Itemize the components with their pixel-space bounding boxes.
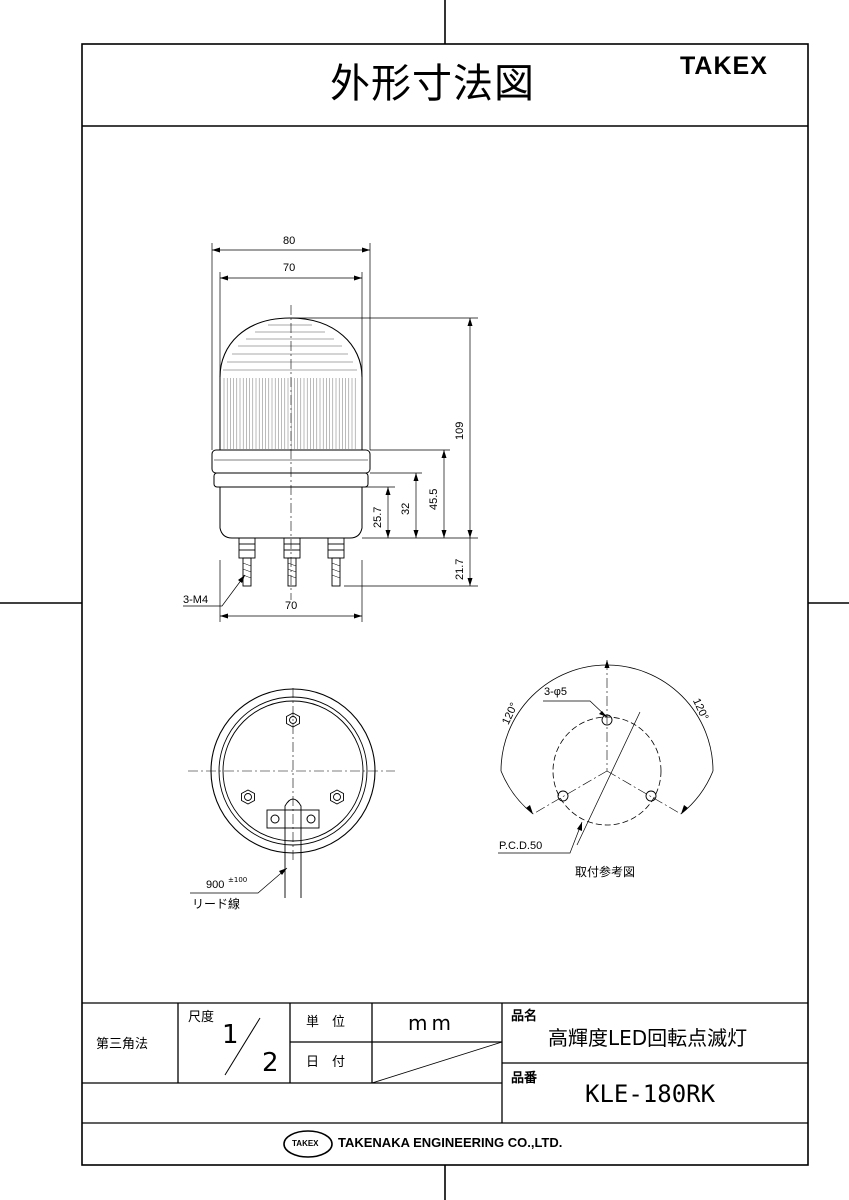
lead-tolerance: ±100	[228, 876, 248, 884]
lead-length: 900	[206, 879, 225, 891]
dim-base-height: 45.5	[428, 488, 440, 510]
mounting-arrows	[526, 660, 688, 831]
company-name: TAKENAKA ENGINEERING CO.,LTD.	[338, 1135, 563, 1150]
dim-stud-length: 21.7	[454, 558, 466, 580]
dim-height: 109	[454, 421, 466, 440]
mounting-diagram	[498, 660, 714, 854]
front-dimensions	[183, 243, 478, 622]
mount-caption: 取付参考図	[575, 865, 636, 879]
unit-value: mm	[408, 1011, 455, 1035]
pcd-label: P.C.D.50	[499, 840, 543, 852]
date-label: 日 付	[306, 1055, 346, 1070]
product-name: 高輝度LED回転点滅灯	[548, 1026, 748, 1050]
front-dimension-arrows	[212, 247, 473, 619]
dim-25-7: 25.7	[372, 506, 384, 528]
unit-label: 単 位	[306, 1015, 346, 1030]
projection-method: 第三角法	[96, 1037, 149, 1052]
scale-label: 尺度	[188, 1010, 215, 1025]
dim-overall-width: 80	[283, 235, 296, 247]
part-number: KLE-180RK	[585, 1080, 716, 1108]
front-view	[211, 305, 371, 600]
dim-stud-span: 70	[285, 600, 298, 612]
mount-holes: 3-φ5	[544, 686, 568, 698]
footer-logo-text: TAKEX	[292, 1139, 319, 1148]
dim-studs: 3-M4	[183, 594, 209, 606]
dim-32: 32	[400, 502, 412, 515]
title-block	[82, 1002, 808, 1124]
takex-logo-oval	[283, 1130, 333, 1158]
part-number-label: 品番	[511, 1071, 538, 1086]
lead-label: リード線	[192, 897, 241, 911]
bottom-view	[188, 688, 395, 898]
lead-arrow	[279, 868, 287, 875]
product-name-label: 品名	[511, 1009, 538, 1024]
dim-dome-width: 70	[283, 262, 296, 274]
page-title: 外形寸法図	[330, 61, 535, 107]
scale-denominator: 2	[262, 1048, 279, 1078]
brand-logo: TAKEX	[680, 52, 768, 80]
scale-numerator: 1	[222, 1020, 239, 1050]
